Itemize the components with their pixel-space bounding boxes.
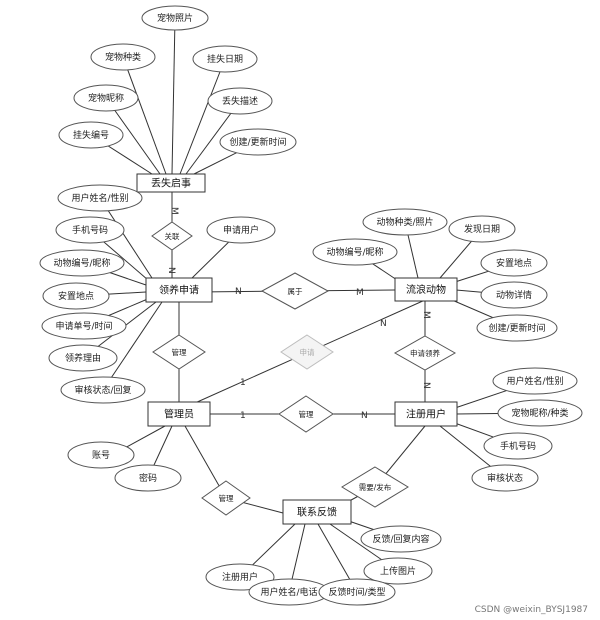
attr-lost-created-updated: 创建/更新时间 [229, 136, 286, 148]
entity-admin-label: 管理员 [164, 408, 194, 421]
attributes-adoption-application: 用户姓名/性别 手机号码 动物编号/昵称 安置地点 申请单号/时间 领养理由 审… [39, 184, 276, 404]
attributes-lost-notice: 宠物照片 宠物种类 挂失日期 宠物昵称 丢失描述 挂失编号 创建/更新时间 [58, 5, 297, 156]
relationship-association: 关联 [151, 221, 193, 251]
attr-loss-description: 丢失描述 [222, 95, 258, 107]
attr-pet-species: 宠物种类 [105, 51, 141, 63]
entity-registered-user: 注册用户 [394, 401, 458, 427]
attr-app-placement: 安置地点 [58, 290, 94, 302]
entity-lost-notice: 丢失启事 [136, 173, 206, 193]
attributes-stray-animal: 动物种类/照片 发现日期 动物编号/昵称 安置地点 动物详情 创建/更新时间 [312, 208, 558, 342]
card-claim-user-n: N [421, 382, 431, 389]
card-admin-apply-one: 1 [240, 378, 246, 388]
attr-app-reason: 领养理由 [65, 352, 101, 364]
entity-admin: 管理员 [147, 401, 211, 427]
attr-user-pet-nickname-species: 宠物昵称/种类 [511, 407, 568, 419]
card-lost-assoc-n: N [166, 267, 176, 274]
attr-apply-user: 申请用户 [223, 224, 259, 236]
attr-pet-photo: 宠物照片 [157, 12, 193, 24]
entity-stray-animal: 流浪动物 [394, 277, 458, 302]
entity-adoption-application: 领养申请 [145, 277, 213, 303]
attr-app-phone: 手机号码 [72, 224, 108, 236]
card-lost-assoc-m: M [169, 207, 179, 215]
card-manage-user-n: N [361, 411, 368, 421]
entity-adoption-application-label: 领养申请 [159, 284, 199, 297]
attr-app-number-time: 申请单号/时间 [55, 320, 112, 332]
relationship-apply-animal-label: 申请 [300, 347, 315, 357]
attr-user-name-gender: 用户姓名/性别 [506, 375, 563, 387]
entity-contact-feedback-label: 联系反馈 [297, 506, 337, 519]
attr-found-date: 发现日期 [464, 223, 500, 235]
relationship-submit-publish: 需要/发布 [341, 466, 409, 508]
attr-feedback-user-name-phone: 用户姓名/电话 [260, 586, 317, 598]
relationship-manage-feedback-label: 管理 [219, 493, 234, 503]
attr-app-animal-id-nickname: 动物编号/昵称 [53, 257, 110, 269]
entity-contact-feedback: 联系反馈 [282, 499, 352, 525]
attr-account: 账号 [92, 450, 110, 461]
attr-app-user-name-gender: 用户姓名/性别 [71, 192, 128, 204]
attr-animal-placement: 安置地点 [496, 257, 532, 269]
attr-app-review-status: 审核状态/回复 [74, 384, 131, 396]
relationship-application-claim-label: 申请领养 [410, 348, 440, 358]
watermark: CSDN @weixin_BYSJ1987 [475, 605, 588, 615]
relationship-manage-application-label: 管理 [172, 347, 187, 357]
attr-pet-nickname: 宠物昵称 [88, 92, 124, 104]
relationship-manage-user-label: 管理 [299, 409, 314, 419]
attr-upload-image: 上传图片 [380, 565, 416, 577]
attributes-registered-user: 用户姓名/性别 宠物昵称/种类 手机号码 审核状态 [471, 367, 583, 492]
attr-user-review-status: 审核状态 [487, 472, 523, 484]
card-animal-claim-m: M [421, 311, 431, 319]
attr-loss-date: 挂失日期 [207, 53, 243, 65]
attr-loss-number: 挂失编号 [73, 129, 109, 141]
relationship-manage-feedback: 管理 [201, 480, 251, 516]
entity-stray-animal-label: 流浪动物 [406, 283, 446, 296]
entity-lost-notice-label: 丢失启事 [151, 177, 191, 190]
attr-password: 密码 [139, 472, 157, 484]
attr-user-phone: 手机号码 [500, 440, 536, 452]
relationship-application-claim: 申请领养 [393, 335, 457, 371]
entity-registered-user-label: 注册用户 [406, 408, 446, 421]
relationship-manage-application: 管理 [152, 334, 206, 370]
attr-feedback-registered-user: 注册用户 [222, 571, 258, 583]
card-admin-manage-one: 1 [240, 411, 246, 421]
relationship-belongs-to: 属于 [260, 272, 330, 310]
attr-feedback-reply-content: 反馈/回复内容 [372, 533, 429, 545]
attr-animal-created-updated: 创建/更新时间 [488, 322, 545, 334]
relationship-apply-animal: 申请 [280, 334, 334, 370]
attributes-admin: 账号 密码 [67, 441, 182, 492]
relationship-submit-publish-label: 需要/发布 [359, 482, 392, 492]
attr-animal-details: 动物详情 [496, 289, 532, 301]
attr-animal-species-photo: 动物种类/照片 [376, 216, 433, 228]
relationship-association-label: 关联 [165, 231, 180, 241]
attr-animal-id-nickname: 动物编号/昵称 [326, 246, 383, 258]
card-belongs-animal-m: M [356, 288, 364, 298]
attr-feedback-time-type: 反馈时间/类型 [328, 586, 385, 598]
cardinality-labels: M N N M 1 N M N 1 N [166, 207, 431, 421]
card-app-belongs-n: N [235, 287, 242, 297]
card-apply-animal-n: N [380, 319, 387, 329]
relationship-belongs-to-label: 属于 [288, 287, 303, 296]
relationship-manage-user: 管理 [278, 395, 334, 433]
attributes-contact-feedback: 反馈/回复内容 注册用户 上传图片 用户姓名/电话 反馈时间/类型 [205, 525, 442, 606]
